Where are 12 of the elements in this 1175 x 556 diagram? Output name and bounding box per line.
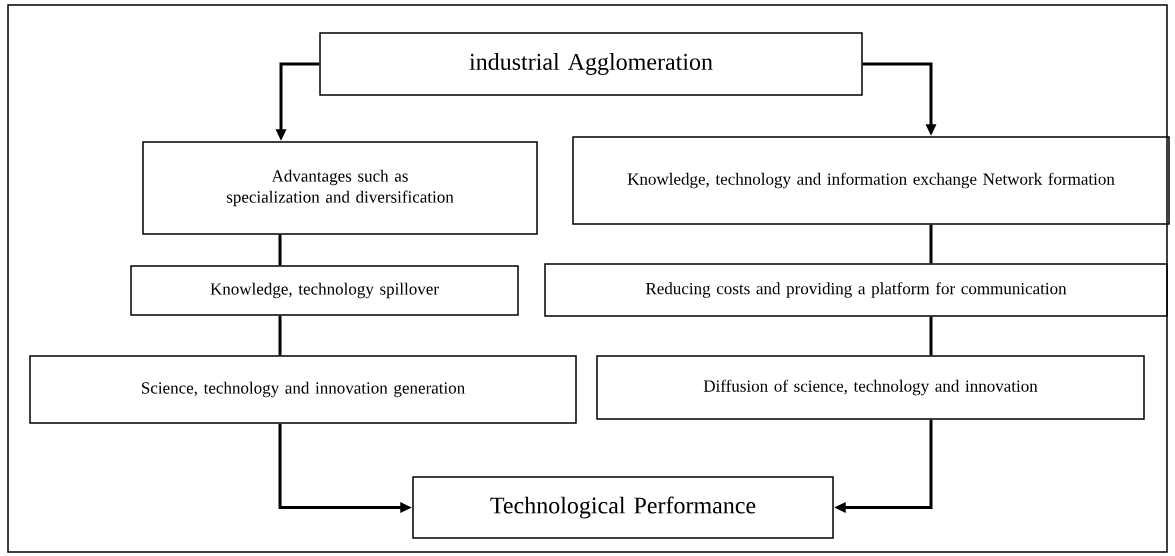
process-box: Knowledge, technology spillover [130, 265, 519, 316]
connector-line [278, 234, 282, 266]
process-box: Technological Performance [412, 476, 834, 539]
process-box: Science, technology and innovation generation [29, 355, 577, 424]
process-box: Knowledge, technology and information exchange Network formation [572, 136, 1170, 225]
connector-line [929, 224, 933, 264]
process-box: industrial Agglomeration [319, 32, 863, 96]
connector-line [929, 316, 933, 356]
process-box: Reducing costs and providing a platform for communication [544, 263, 1168, 317]
connector-line [278, 315, 282, 356]
process-box: Diffusion of science, technology and innovation [596, 355, 1145, 420]
process-box: Advantages such as specialization and diversification [142, 141, 538, 235]
